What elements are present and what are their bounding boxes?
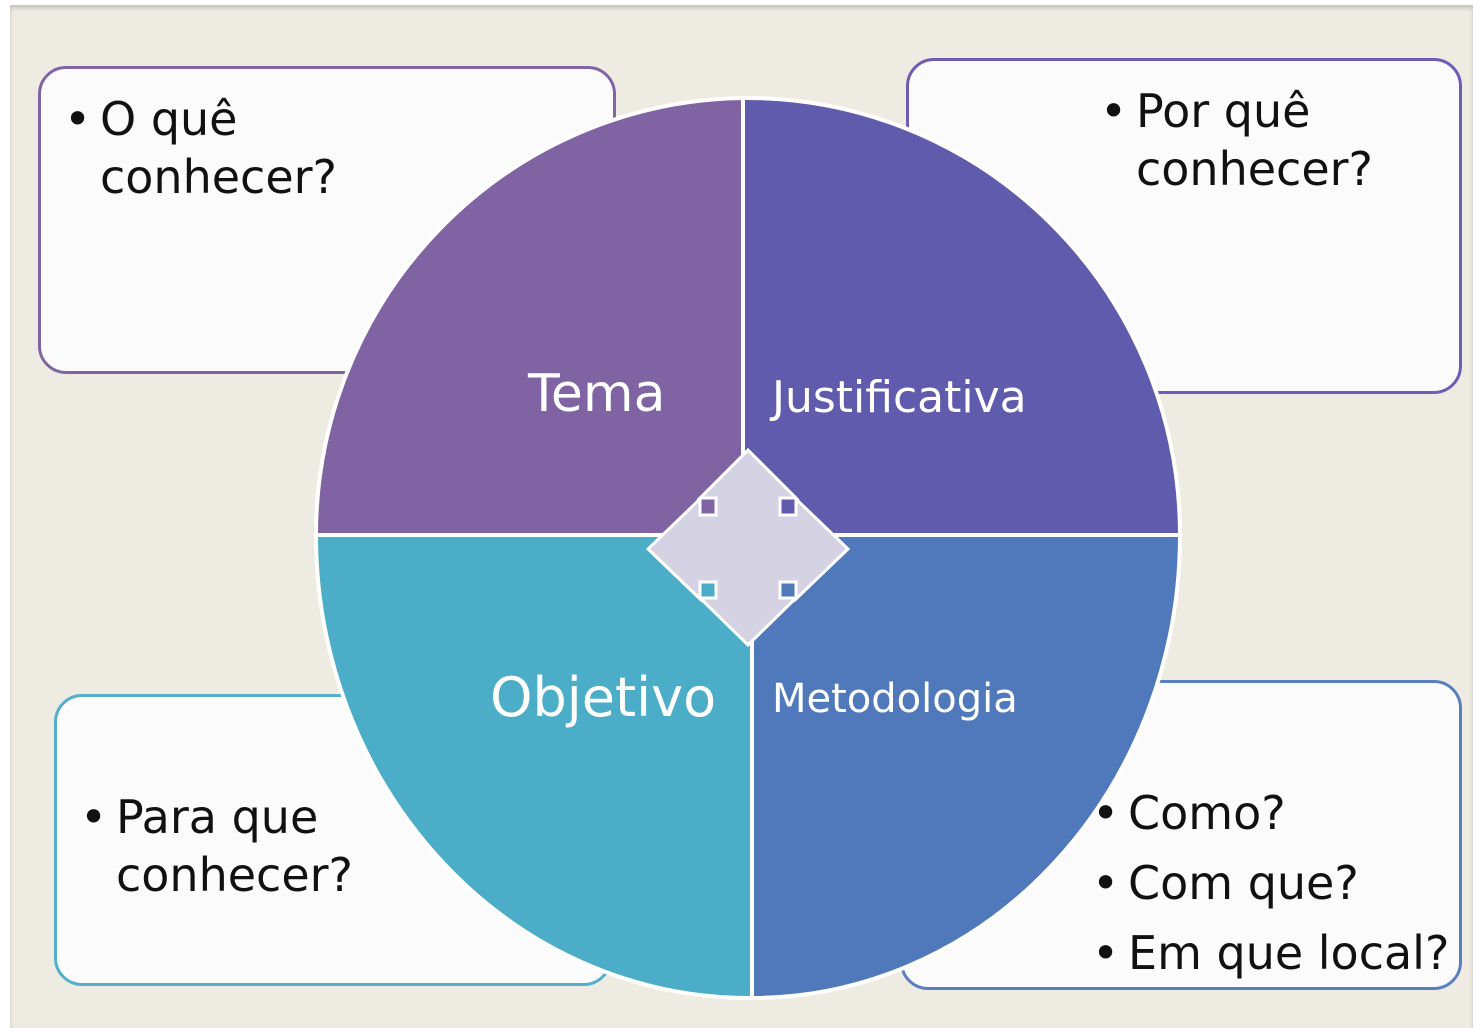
metodologia-question-item: Em que local?	[1092, 918, 1452, 988]
objetivo-question-list: Para que conhecer?	[80, 788, 380, 904]
justificativa-quadrant	[741, 95, 1183, 537]
objetivo-quadrant	[313, 533, 754, 1001]
tema-question-item: O quê conhecer?	[64, 90, 364, 206]
objetivo-label: Objetivo	[490, 666, 717, 729]
metodologia-label: Metodologia	[772, 676, 1018, 722]
tema-quadrant	[313, 95, 745, 537]
justificativa-question-list: Por quê conhecer?	[1100, 82, 1400, 198]
objetivo-question-item: Para que conhecer?	[80, 788, 380, 904]
metodologia-question-list: Como? Com que? Em que local?	[1092, 778, 1452, 988]
tema-question-list: O quê conhecer?	[64, 90, 364, 206]
metodologia-question-item: Com que?	[1092, 848, 1452, 918]
justificativa-label: Justificativa	[772, 372, 1027, 423]
tema-label: Tema	[528, 364, 666, 424]
four-way-arrow-icon	[645, 447, 851, 648]
justificativa-question-item: Por quê conhecer?	[1100, 82, 1400, 198]
metodologia-quadrant	[750, 533, 1183, 1001]
